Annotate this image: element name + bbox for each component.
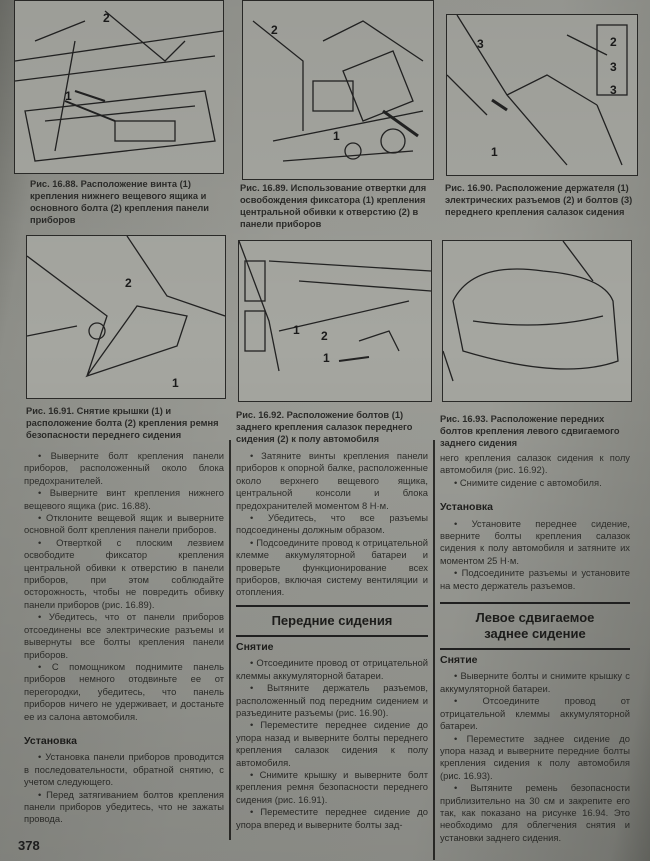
column-3-text: него крепления салазок сидения к полу ав… <box>440 452 630 844</box>
figure-16-92: 1 2 1 <box>238 240 432 402</box>
seat-belt-cover-illustration <box>27 236 225 378</box>
figure-caption: Рис. 16.92. Расположение болтов (1) задн… <box>236 410 413 444</box>
paragraph: • Перед затягиванием болтов крепления па… <box>24 788 224 825</box>
seat-rail-bolts-illustration <box>239 241 431 372</box>
paragraph: • Переместите переднее сидение до упора … <box>236 719 428 768</box>
column-1-text: • Выверните болт крепления панели прибор… <box>24 450 224 826</box>
seat-connector-illustration <box>447 15 628 166</box>
paragraph: • Установите переднее сидение, вверните … <box>440 517 630 566</box>
paragraph: • Подсоедините провод к отрицательной кл… <box>236 536 428 598</box>
figure-caption: Рис. 16.91. Снятие крышки (1) и располож… <box>26 406 219 440</box>
figure-callout: 3 <box>610 60 617 74</box>
paragraph: • Переместите переднее сидение до упора … <box>236 806 428 830</box>
paragraph: • Вытяните ремень безопасности приблизит… <box>440 782 630 843</box>
figure-16-89: 2 1 <box>242 0 434 180</box>
paragraph: • Переместите заднее сидение до упора на… <box>440 732 630 781</box>
figure-callout: 1 <box>293 323 300 337</box>
figure-callout: 2 <box>321 329 328 343</box>
section-heading-front-seats: Передние сидения <box>236 604 428 637</box>
figure-16-88: 2 1 <box>14 0 224 174</box>
subheading-removal: Снятие <box>236 640 274 653</box>
figure-callout: 2 <box>610 35 617 49</box>
paragraph: • Выверните болты и снимите крышку с акк… <box>440 670 630 694</box>
paragraph: • Отсоедините провод от отрицательной кл… <box>236 657 428 681</box>
paragraph: • Отклоните вещевой ящик и выверните осн… <box>24 512 224 536</box>
paragraph: • Снимите крышку и выверните болт крепле… <box>236 768 428 805</box>
figure-caption: Рис. 16.89. Использование отвертки для о… <box>240 183 427 229</box>
subheading-install: Установка <box>440 501 493 514</box>
section-heading-rear-seat: Левое сдвигаемое заднее сидение <box>440 602 630 651</box>
figure-callout: 2 <box>103 11 110 25</box>
figure-callout: 2 <box>271 23 278 37</box>
paragraph: него крепления салазок сидения к полу ав… <box>440 452 630 476</box>
column-2-text: • Затяните винты крепления панели прибор… <box>236 450 428 831</box>
figure-callout: 3 <box>477 37 484 51</box>
figure-callout: 1 <box>65 89 72 103</box>
figure-callout: 1 <box>323 351 330 365</box>
heading-line: заднее сидение <box>484 626 586 642</box>
figure-caption: Рис. 16.88. Расположение винта (1) крепл… <box>30 179 209 225</box>
paragraph: • Убедитесь, что все разъемы подсоединен… <box>236 512 428 536</box>
figure-callout: 1 <box>491 145 498 159</box>
paragraph: • С помощником поднимите панель приборов… <box>24 660 224 722</box>
paragraph: • Выверните болт крепления панели прибор… <box>24 450 224 486</box>
paragraph: • Снимите сидение с автомобиля. <box>454 476 602 488</box>
figure-16-90: 3 1 2 3 3 <box>446 14 638 176</box>
paragraph: • Отверткой с плоским лезвием освободите… <box>24 536 224 610</box>
paragraph: • Выверните винт крепления нижнего вещев… <box>24 487 224 511</box>
dashboard-lower-illustration <box>15 10 223 162</box>
subheading-removal: Снятие <box>440 654 478 667</box>
heading-line: Левое сдвигаемое <box>475 610 595 626</box>
figure-callout: 3 <box>610 83 617 97</box>
paragraph: • Отсоедините провод от отрицательной кл… <box>440 695 630 732</box>
paragraph: • Установка панели приборов проводится в… <box>24 751 224 788</box>
page-number: 378 <box>18 838 40 853</box>
figure-16-91: 2 1 <box>26 235 226 399</box>
paragraph: • Подсоедините разъемы и установите на м… <box>440 567 630 591</box>
figure-callout: 1 <box>333 129 340 143</box>
paragraph: • Затяните винты крепления панели прибор… <box>236 450 428 511</box>
center-console-illustration <box>252 20 424 162</box>
subheading-install: Установка <box>24 734 77 747</box>
figure-caption: Рис. 16.90. Расположение держателя (1) э… <box>445 183 633 217</box>
figure-16-93 <box>442 240 632 402</box>
figure-callout: 2 <box>125 276 132 290</box>
figure-caption: Рис. 16.93. Расположение передних болтов… <box>440 414 620 448</box>
rear-seat-illustration <box>443 241 619 382</box>
paragraph: • Убедитесь, что от панели приборов отсо… <box>24 611 224 660</box>
column-divider <box>433 440 435 860</box>
column-divider <box>229 440 231 840</box>
figure-callout: 1 <box>172 376 179 390</box>
paragraph: • Вытяните держатель разъемов, расположе… <box>236 682 428 718</box>
